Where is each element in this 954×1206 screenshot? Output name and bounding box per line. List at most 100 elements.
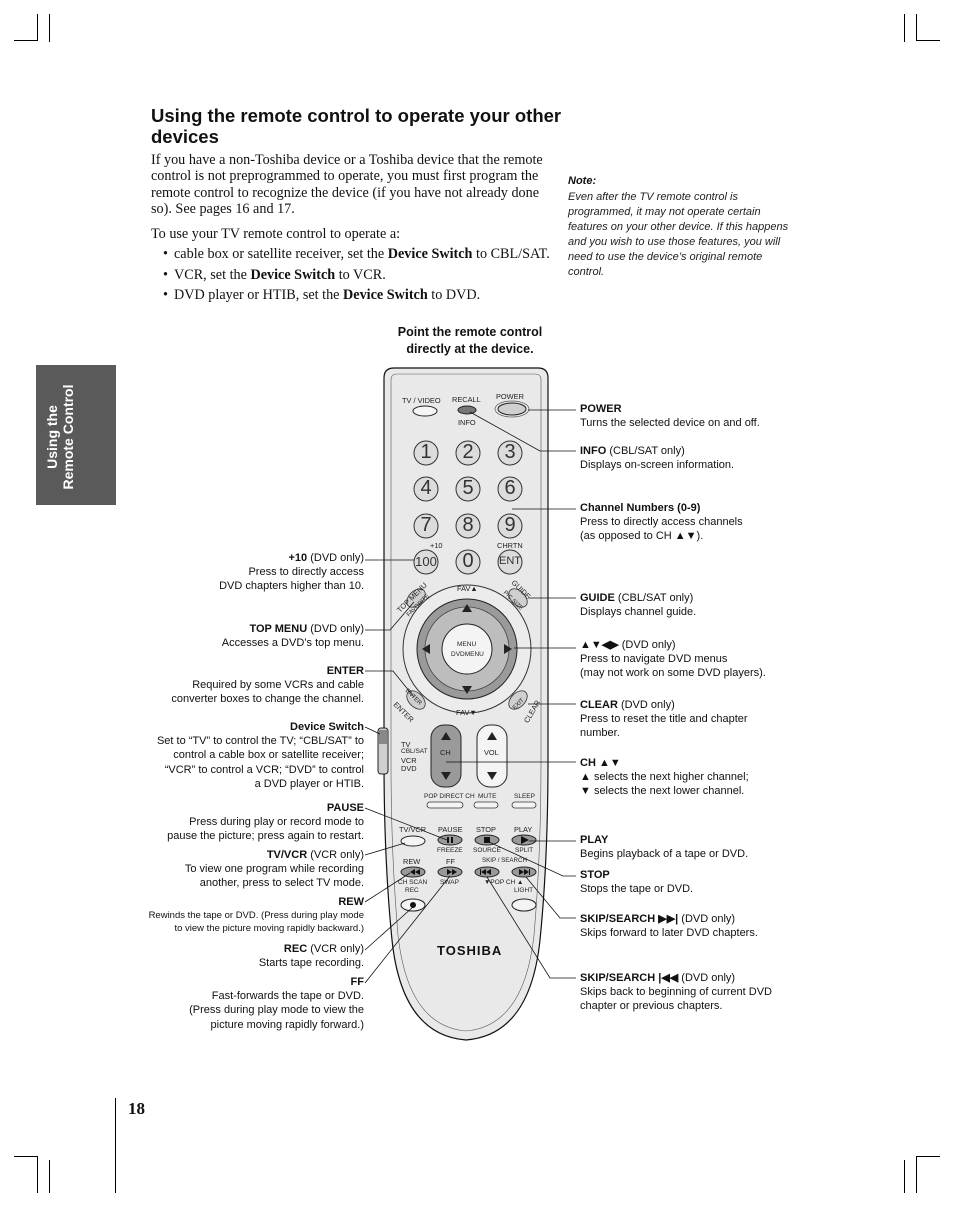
plus10-callout: +10 (DVD only) Press to directly access …	[219, 552, 364, 593]
digit-0: 0	[462, 550, 474, 572]
crop-mark	[904, 14, 905, 42]
crop-mark	[916, 1157, 917, 1193]
list-item: DVD player or HTIB, set the Device Switc…	[151, 287, 551, 304]
page-title: Using the remote control to operate your…	[151, 105, 562, 147]
swap-label: SWAP	[440, 879, 459, 886]
pause-label: PAUSE	[438, 825, 463, 834]
body-text: If you have a non-Toshiba device or a To…	[151, 152, 551, 307]
digit-6: 6	[504, 477, 516, 499]
light-button	[511, 898, 537, 912]
crop-mark	[49, 1160, 50, 1193]
vol-label: VOL	[484, 748, 499, 757]
digit-3: 3	[504, 441, 516, 463]
crop-mark	[37, 1157, 38, 1193]
mute-label: MUTE	[478, 793, 497, 800]
rew-callout: REW Rewinds the tape or DVD. (Press duri…	[148, 896, 364, 935]
digit-7: 7	[420, 514, 432, 536]
digit-100: 100	[415, 554, 437, 569]
switch-tv-label: TV	[401, 740, 411, 749]
crop-mark	[916, 1156, 940, 1157]
crop-mark	[916, 14, 917, 40]
margin-rule	[115, 1098, 116, 1193]
vol-rocker	[476, 724, 508, 788]
rec-label: REC	[405, 887, 419, 894]
digit-1: 1	[420, 441, 432, 463]
clear-callout: CLEAR (DVD only) Press to reset the titl…	[580, 699, 748, 740]
top-menu-callout: TOP MENU (DVD only) Accesses a DVD’s top…	[221, 623, 364, 650]
crop-mark	[904, 1160, 905, 1193]
ch-callout: CH ▲▼ ▲ selects the next higher channel;…	[580, 757, 749, 798]
pause-button	[437, 834, 463, 846]
rew-label: REW	[403, 857, 421, 866]
list-item: VCR, set the Device Switch to VCR.	[151, 267, 551, 284]
pop-ch-label: ▼POP CH ▲	[484, 879, 524, 886]
menu-label: MENU	[457, 641, 477, 648]
plus10-label: +10	[430, 541, 443, 550]
ch-scan-label: CH SCAN	[398, 879, 428, 886]
digit-buttons	[413, 440, 523, 575]
tv-video-label: TV / VIDEO	[402, 396, 441, 405]
crop-mark	[37, 14, 38, 40]
power-callout: POWER Turns the selected device on and o…	[580, 403, 760, 430]
crop-mark	[14, 1156, 38, 1157]
digit-4: 4	[420, 477, 432, 499]
source-label: SOURCE	[473, 847, 501, 854]
device-switch-callout: Device Switch Set to “TV” to control the…	[156, 721, 364, 790]
list-item: cable box or satellite receiver, set the…	[151, 246, 551, 263]
crop-mark	[14, 40, 38, 41]
stop-callout: STOP Stops the tape or DVD.	[580, 869, 694, 896]
ff-callout: FF Fast-forwards the tape or DVD. (Press…	[189, 976, 364, 1031]
remote-inner-outline	[390, 373, 542, 1032]
recall-button	[457, 405, 477, 415]
skip-search-label: SKIP / SEARCH	[482, 857, 527, 864]
switch-vcr-label: VCR	[401, 756, 417, 765]
ent-label: ENT	[499, 555, 521, 567]
rec-callout: REC (VCR only) Starts tape recording.	[258, 943, 364, 970]
tvvcr-button	[400, 835, 426, 847]
pop-direct-ch-label: POP DIRECT CH	[424, 793, 475, 800]
light-label: LIGHT	[514, 887, 534, 894]
side-tab: Using the Remote Control	[36, 365, 116, 505]
ch-label: CH	[440, 748, 451, 757]
lead-paragraph: To use your TV remote control to operate…	[151, 226, 401, 243]
digit-5: 5	[462, 477, 474, 499]
info-callout: INFO (CBL/SAT only) Displays on-screen i…	[580, 445, 735, 472]
crop-mark	[916, 40, 940, 41]
fav-up-label: FAV▲	[457, 584, 478, 593]
digit-9: 9	[504, 514, 516, 536]
enter-callout: ENTER Required by some VCRs and cable co…	[171, 665, 364, 706]
tv-video-button	[412, 405, 438, 417]
note-body: Even after the TV remote control is prog…	[568, 191, 789, 278]
device-list: cable box or satellite receiver, set the…	[151, 246, 551, 303]
switch-dvd-label: DVD	[401, 764, 417, 773]
tvvcr-callout: TV/VCR (VCR only) To view one program wh…	[184, 849, 364, 890]
fav-down-label: FAV▼	[456, 708, 477, 717]
brand-logo: TOSHIBA	[437, 943, 503, 958]
stop-label: STOP	[476, 825, 496, 834]
channel-callout: Channel Numbers (0-9) Press to directly …	[580, 502, 743, 543]
arrows-callout: ▲▼◀▶ (DVD only) Press to navigate DVD me…	[580, 639, 766, 680]
sleep-label: SLEEP	[514, 793, 535, 800]
chrtn-label: CHRTN	[497, 541, 523, 550]
recall-label: RECALL	[452, 395, 481, 404]
ch-rocker	[430, 724, 462, 788]
skip-back-callout: SKIP/SEARCH |◀◀ (DVD only) Skips back to…	[580, 972, 772, 1013]
power-button	[497, 402, 527, 416]
digit-8: 8	[462, 514, 474, 536]
crop-mark	[49, 14, 50, 42]
dvdmenu-label: DVDMENU	[451, 651, 484, 658]
menu-button	[441, 623, 493, 675]
skip-forward-callout: SKIP/SEARCH ▶▶| (DVD only) Skips forward…	[580, 913, 758, 940]
power-label: POWER	[496, 392, 524, 401]
page-number: 18	[128, 1099, 145, 1118]
switch-cblsat-label: CBL/SAT	[401, 748, 428, 755]
freeze-label: FREEZE	[437, 847, 463, 854]
tvvcr-label: TV/VCR	[399, 825, 427, 834]
info-label: INFO	[458, 418, 476, 427]
ff-label: FF	[446, 857, 456, 866]
intro-paragraph: If you have a non-Toshiba device or a To…	[151, 152, 543, 217]
point-heading: Point the remote control directly at the…	[397, 325, 543, 356]
play-callout: PLAY Begins playback of a tape or DVD.	[580, 834, 749, 861]
digit-2: 2	[462, 441, 474, 463]
play-label: PLAY	[514, 825, 533, 834]
